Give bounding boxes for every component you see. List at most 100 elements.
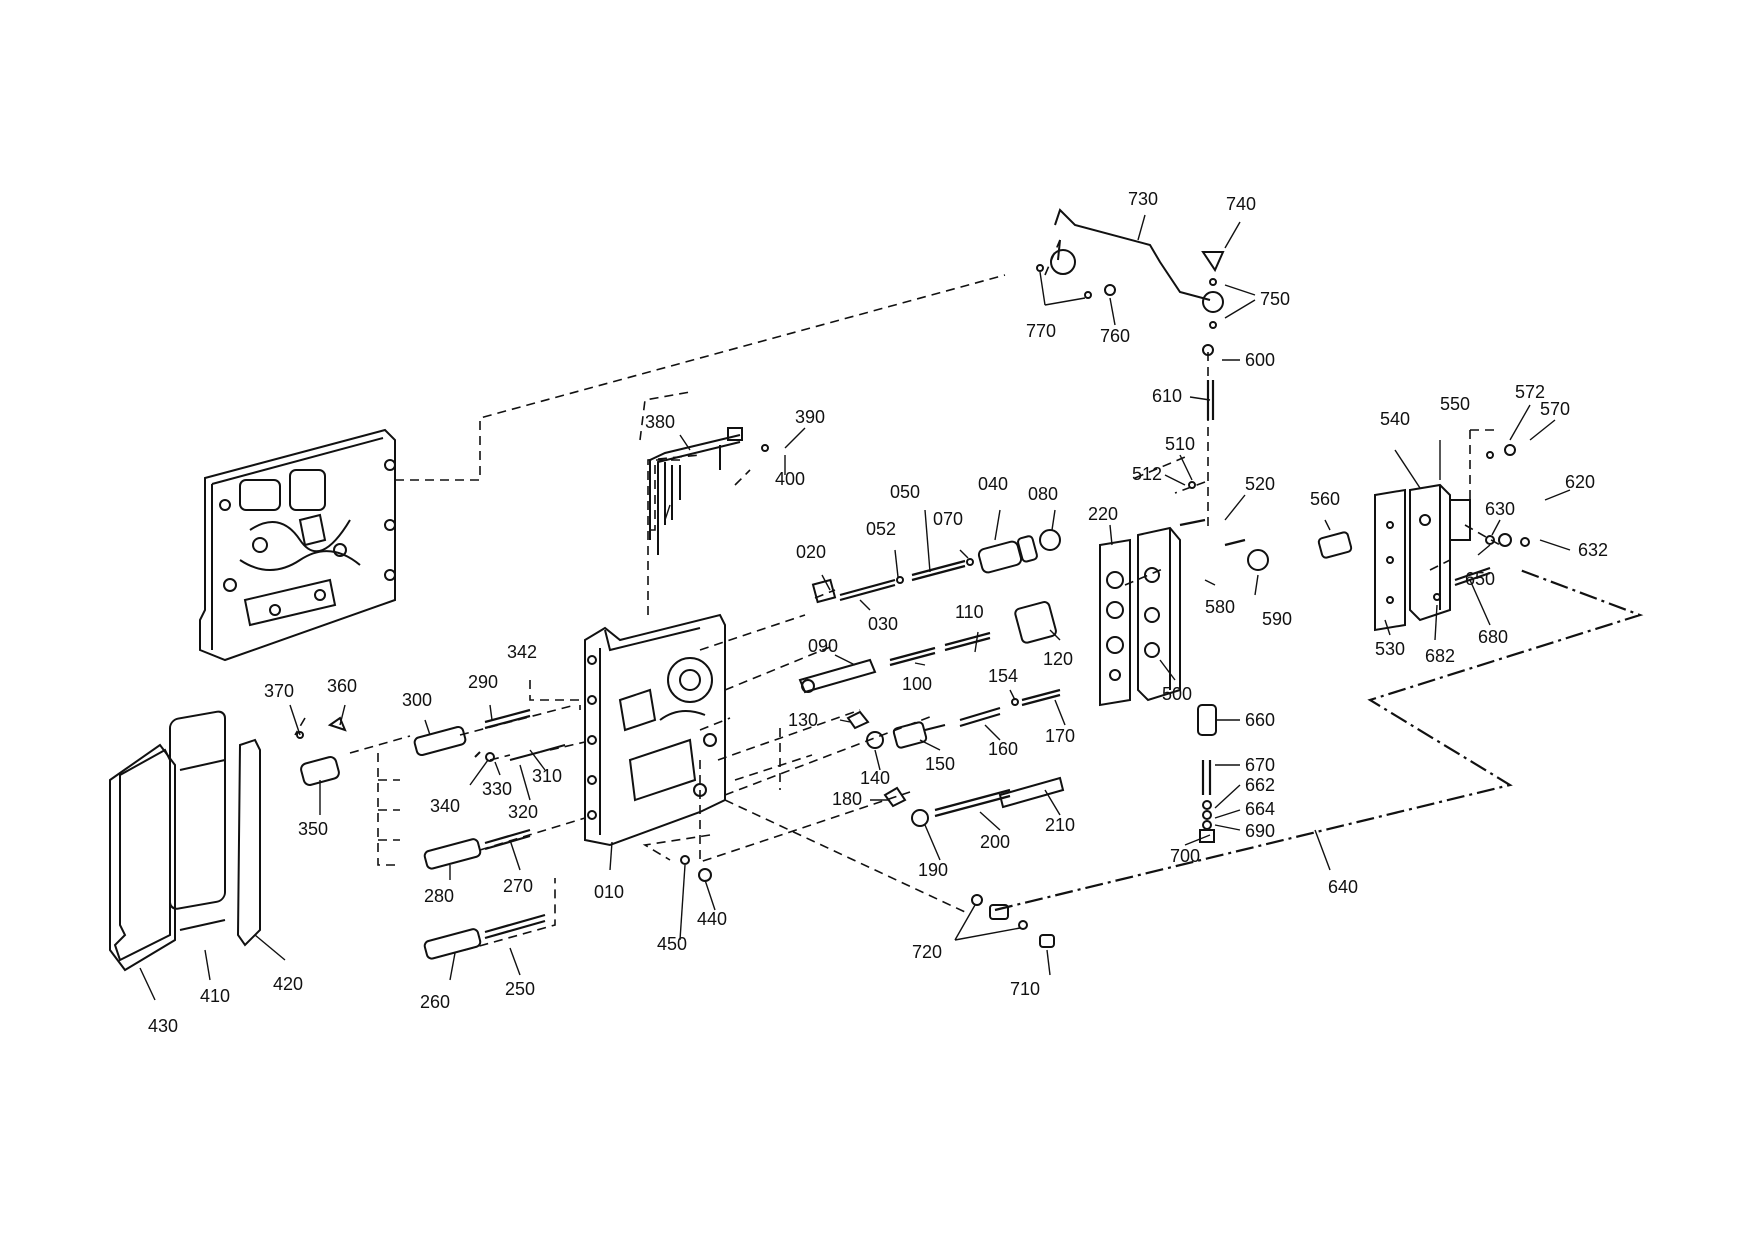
label-160: 160 <box>988 739 1018 759</box>
label-380: 380 <box>645 412 675 432</box>
label-400: 400 <box>775 469 805 489</box>
label-630: 630 <box>1485 499 1515 519</box>
label-530: 530 <box>1375 639 1405 659</box>
label-660: 660 <box>1245 710 1275 730</box>
label-640: 640 <box>1328 877 1358 897</box>
label-390: 390 <box>795 407 825 427</box>
label-370: 370 <box>264 681 294 701</box>
label-210: 210 <box>1045 815 1075 835</box>
label-320: 320 <box>508 802 538 822</box>
assembly-lines <box>294 239 1501 951</box>
plate-540 <box>1409 483 1471 622</box>
label-052: 052 <box>866 519 896 539</box>
label-632: 632 <box>1578 540 1608 560</box>
label-154: 154 <box>988 666 1018 686</box>
leader-lines <box>139 214 1571 1001</box>
label-580: 580 <box>1205 597 1235 617</box>
line-640 <box>994 568 1644 912</box>
label-080: 080 <box>1028 484 1058 504</box>
wiring-harness <box>649 427 769 555</box>
plate-220 <box>1099 538 1131 707</box>
label-560: 560 <box>1310 489 1340 509</box>
label-030: 030 <box>868 614 898 634</box>
label-510: 510 <box>1165 434 1195 454</box>
valve-body <box>584 613 726 847</box>
label-750: 750 <box>1260 289 1290 309</box>
label-280: 280 <box>424 886 454 906</box>
label-090: 090 <box>808 636 838 656</box>
label-140: 140 <box>860 768 890 788</box>
label-730: 730 <box>1128 189 1158 209</box>
label-610: 610 <box>1152 386 1182 406</box>
label-690: 690 <box>1245 821 1275 841</box>
label-260: 260 <box>420 992 450 1012</box>
left-spools <box>296 708 566 960</box>
sensor-560 <box>1317 531 1353 559</box>
part-labels: 730 740 750 770 760 600 610 510 512 520 … <box>148 189 1608 1036</box>
plate-500 <box>1137 526 1181 702</box>
label-420: 420 <box>273 974 303 994</box>
label-050: 050 <box>890 482 920 502</box>
label-342: 342 <box>507 642 537 662</box>
label-760: 760 <box>1100 326 1130 346</box>
label-150: 150 <box>925 754 955 774</box>
label-130: 130 <box>788 710 818 730</box>
label-270: 270 <box>503 876 533 896</box>
label-070: 070 <box>933 509 963 529</box>
label-200: 200 <box>980 832 1010 852</box>
label-500: 500 <box>1162 684 1192 704</box>
label-100: 100 <box>902 674 932 694</box>
label-020: 020 <box>796 542 826 562</box>
label-590: 590 <box>1262 609 1292 629</box>
label-290: 290 <box>468 672 498 692</box>
label-220: 220 <box>1088 504 1118 524</box>
label-330: 330 <box>482 779 512 799</box>
label-682: 682 <box>1425 646 1455 666</box>
label-662: 662 <box>1245 775 1275 795</box>
label-250: 250 <box>505 979 535 999</box>
plate-530 <box>1374 488 1406 632</box>
label-664: 664 <box>1245 799 1275 819</box>
vertical-stack <box>1197 344 1217 843</box>
label-540: 540 <box>1380 409 1410 429</box>
label-360: 360 <box>327 676 357 696</box>
label-110: 110 <box>955 602 984 622</box>
row-180-210 <box>883 776 1065 827</box>
label-670: 670 <box>1245 755 1275 775</box>
label-170: 170 <box>1045 726 1075 746</box>
label-512: 512 <box>1132 464 1162 484</box>
label-450: 450 <box>657 934 687 954</box>
label-410: 410 <box>200 986 230 1006</box>
label-430: 430 <box>148 1016 178 1036</box>
row-130-170 <box>846 688 1061 749</box>
label-300: 300 <box>402 690 432 710</box>
label-650: 650 <box>1465 569 1495 589</box>
label-120: 120 <box>1043 649 1073 669</box>
label-770: 770 <box>1026 321 1056 341</box>
label-310: 310 <box>532 766 562 786</box>
label-570: 570 <box>1540 399 1570 419</box>
label-550: 550 <box>1440 394 1470 414</box>
intermediate-plate <box>199 428 396 662</box>
label-680: 680 <box>1478 627 1508 647</box>
label-010: 010 <box>594 882 624 902</box>
label-350: 350 <box>298 819 328 839</box>
label-520: 520 <box>1245 474 1275 494</box>
linkage-730 <box>1036 208 1225 329</box>
label-710: 710 <box>1010 979 1040 999</box>
label-740: 740 <box>1226 194 1256 214</box>
row-030-080 <box>811 529 1061 604</box>
small-parts-right <box>1179 444 1530 601</box>
small-parts-bottom <box>680 855 1055 948</box>
label-440: 440 <box>697 909 727 929</box>
label-700: 700 <box>1170 846 1200 866</box>
label-600: 600 <box>1245 350 1275 370</box>
row-090-120 <box>798 601 1057 694</box>
label-572: 572 <box>1515 382 1545 402</box>
label-620: 620 <box>1565 472 1595 492</box>
filter-assembly <box>109 710 261 972</box>
label-340: 340 <box>430 796 460 816</box>
label-720: 720 <box>912 942 942 962</box>
label-040: 040 <box>978 474 1008 494</box>
